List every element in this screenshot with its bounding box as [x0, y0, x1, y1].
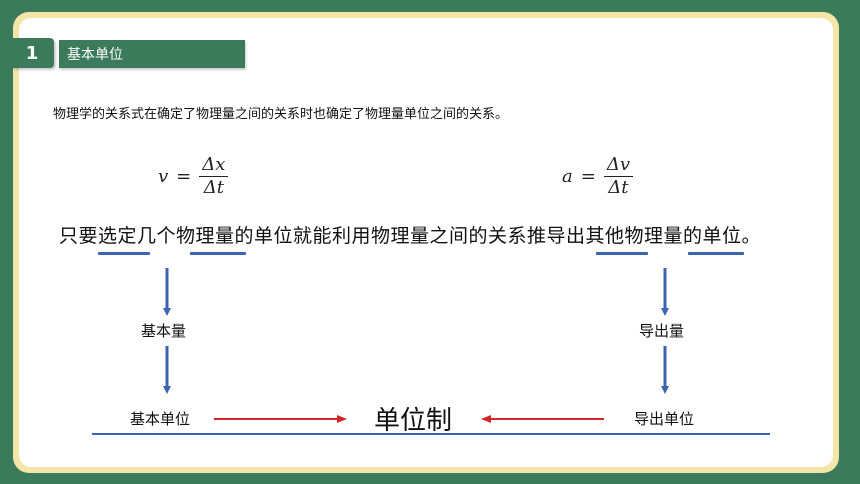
equals-sign: =: [580, 166, 596, 187]
fraction-numerator: Δv: [603, 154, 633, 177]
section-title: 基本单位: [59, 40, 245, 68]
underline-other-quantity: [688, 252, 744, 255]
main-sentence: 只要选定几个物理量的单位就能利用物理量之间的关系推导出其他物理量的单位。: [59, 225, 762, 247]
underline-select: [98, 252, 150, 255]
equals-sign: =: [176, 166, 192, 187]
base-unit-label: 基本单位: [130, 410, 191, 428]
base-quantity-label: 基本量: [141, 322, 187, 340]
fraction-numerator: Δx: [199, 154, 229, 177]
formula-lhs: a: [562, 166, 573, 187]
fraction: Δx Δt: [199, 154, 229, 199]
velocity-formula: v = Δx Δt: [158, 154, 229, 199]
unit-system-label: 单位制: [374, 406, 453, 436]
section-number-badge: 1: [10, 38, 54, 68]
formula-lhs: v: [158, 166, 169, 187]
underline-quantity: [190, 252, 246, 255]
fraction-denominator: Δt: [203, 177, 224, 198]
underline-derive: [596, 252, 648, 255]
acceleration-formula: a = Δv Δt: [562, 154, 633, 199]
fraction: Δv Δt: [603, 154, 633, 199]
derived-quantity-label: 导出量: [639, 322, 685, 340]
slide-frame: [13, 12, 839, 473]
fraction-denominator: Δt: [608, 177, 629, 198]
slide-content: [19, 18, 833, 467]
intro-text: 物理学的关系式在确定了物理量之间的关系时也确定了物理量单位之间的关系。: [53, 107, 509, 122]
derived-unit-label: 导出单位: [634, 410, 695, 428]
